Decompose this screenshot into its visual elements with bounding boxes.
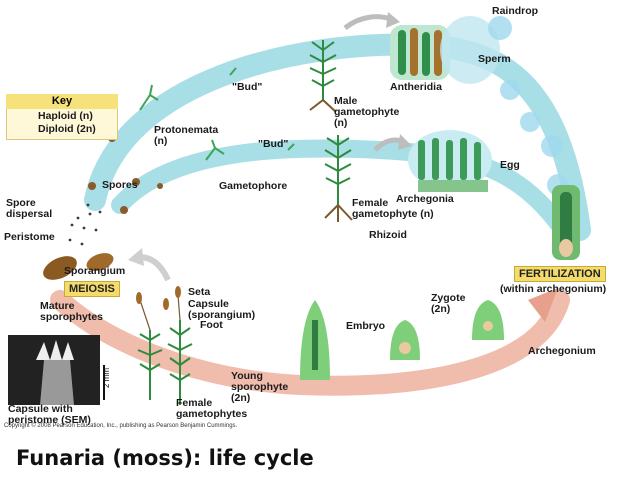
fertilization-tag: FERTILIZATION: [514, 266, 606, 282]
spore-dispersal-dots: [68, 203, 102, 246]
fertilization-illustration: [552, 185, 580, 260]
key-haploid-label: Haploid (n): [38, 110, 93, 122]
label-sperm: Sperm: [478, 53, 511, 65]
label-female-gametophyte: Female gametophyte (n): [352, 197, 434, 220]
embryo-illustration: [300, 300, 330, 380]
grey-arrowhead-low: [128, 248, 144, 266]
label-mature-sporophytes: Mature sporophytes: [40, 300, 104, 323]
label-foot: Foot: [200, 319, 223, 331]
copyright-text: Copyright © 2008 Pearson Education, Inc.…: [4, 423, 238, 429]
diploid-arrow: [50, 290, 570, 396]
key-diploid-label: Diploid (2n): [38, 123, 96, 135]
sem-capsule: [36, 340, 74, 405]
grey-arrow-top: [343, 14, 394, 31]
archegonia-illustration: [408, 130, 492, 192]
zygote-illustration: [390, 320, 420, 360]
archegonium-illustration: [472, 300, 504, 340]
label-spores: Spores: [102, 179, 138, 191]
label-sporangium: Sporangium: [64, 265, 126, 277]
key-title: Key: [6, 94, 118, 109]
label-within-archegonium: (within archegonium): [500, 283, 607, 295]
grey-arrowhead-top: [386, 12, 400, 28]
protonemata-illustration: [139, 67, 295, 161]
sporangium-illustration: [43, 253, 114, 280]
diploid-arrowhead: [528, 288, 558, 322]
antheridia-illustration: [390, 16, 569, 196]
capsules: [136, 286, 181, 310]
label-male-gametophyte: Male gametophyte (n): [334, 95, 400, 129]
grey-arrowhead-mid: [398, 134, 412, 150]
label-bud-top: "Bud": [232, 81, 263, 93]
label-peristome: Peristome: [4, 231, 55, 243]
scale-label: 2 mm: [102, 368, 111, 388]
slide-caption: Funaria (moss): life cycle: [16, 446, 314, 470]
mature-sporophytes-illustration: [137, 294, 193, 405]
label-gametophore: Gametophore: [219, 180, 288, 192]
label-spore-dispersal: Spore dispersal: [6, 197, 53, 220]
meiosis-tag: MEIOSIS: [64, 281, 120, 297]
label-female-gametophytes: Female gametophytes: [176, 397, 248, 420]
male-gametophyte-illustration: [309, 40, 337, 113]
label-young-sporophyte: Young sporophyte (2n): [231, 370, 289, 404]
label-embryo: Embryo: [346, 320, 386, 332]
label-bud-mid: "Bud": [258, 138, 289, 150]
haploid-inner-arrow: [111, 139, 579, 249]
label-archegonium: Archegonium: [528, 345, 596, 357]
label-raindrop: Raindrop: [492, 5, 539, 17]
label-capsule: Capsule (sporangium): [188, 298, 256, 321]
female-gametophyte-illustration: [324, 135, 353, 222]
label-protonemata: Protonemata (n): [154, 124, 219, 147]
label-egg: Egg: [500, 159, 520, 171]
label-antheridia: Antheridia: [390, 81, 442, 93]
label-seta: Seta: [188, 286, 211, 298]
label-rhizoid: Rhizoid: [369, 229, 407, 241]
label-zygote: Zygote (2n): [431, 292, 466, 315]
label-archegonia: Archegonia: [396, 193, 454, 205]
label-capsule-sem: Capsule with peristome (SEM): [8, 403, 91, 426]
